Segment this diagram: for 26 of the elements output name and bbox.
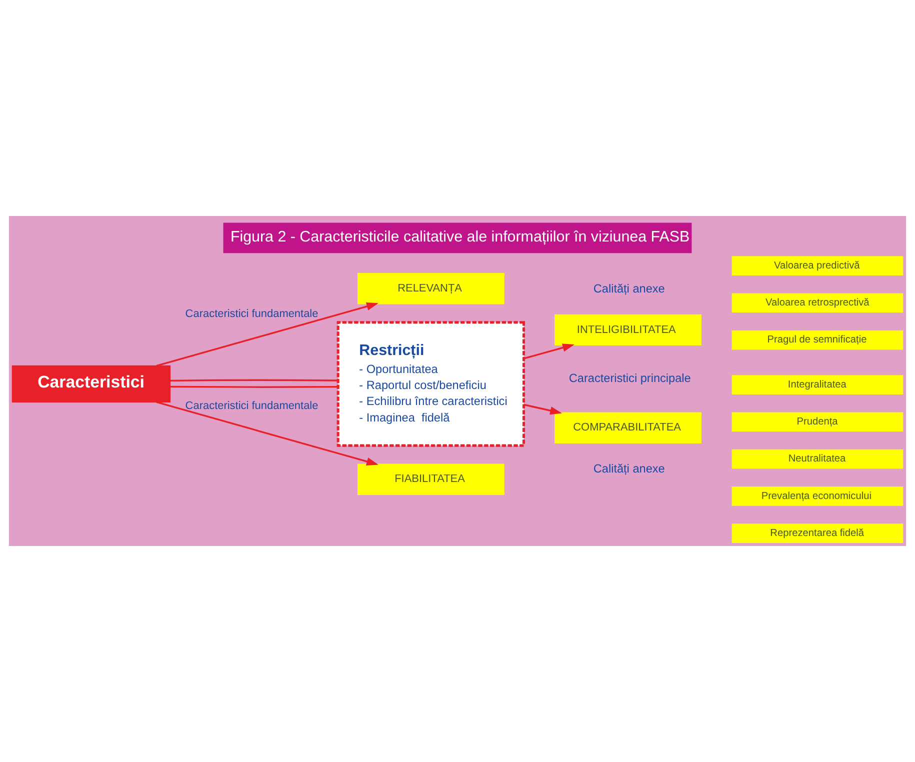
edge-label: Caracteristici fundamentale (185, 400, 318, 412)
arrow (524, 404, 562, 415)
arrow (156, 401, 378, 466)
node-box: Restricții - Oportunitatea - Raportul cost/beneficiu - Echilibru între caracteristici - Imaginea fidelă (336, 321, 526, 447)
node-box: Valoarea retrosprectivă (732, 293, 904, 313)
node-box: Valoarea predictivă (732, 256, 904, 276)
node-box: Neutralitatea (732, 449, 904, 469)
node-box: Pragul de semnificație (732, 330, 904, 350)
node-box: FIABILITATEA (357, 464, 504, 495)
edge-label: Caracteristici fundamentale (185, 308, 318, 320)
label: Caracteristici principale (568, 371, 691, 386)
node-box: Reprezentarea fidelă (732, 524, 904, 544)
connector (170, 379, 338, 382)
arrow (156, 302, 378, 367)
node-box: Prevalența economicului (732, 486, 904, 506)
arrow (524, 344, 574, 360)
diagram-title: Figura 2 - Caracteristicile calitative ale informațiilor în viziunea FASB (230, 228, 690, 246)
connector (170, 386, 338, 388)
label: Calități anexe (593, 282, 665, 296)
node-box: Prudența (732, 412, 904, 432)
node-box: RELEVANȚA (357, 272, 504, 304)
label: Calități anexe (593, 461, 665, 476)
node-box: Integralitatea (732, 375, 904, 394)
node-box: INTELIGIBILITATEA (554, 314, 702, 346)
node-box: Caracteristici (12, 365, 171, 403)
node-box: COMPARABILITATEA (554, 412, 702, 444)
